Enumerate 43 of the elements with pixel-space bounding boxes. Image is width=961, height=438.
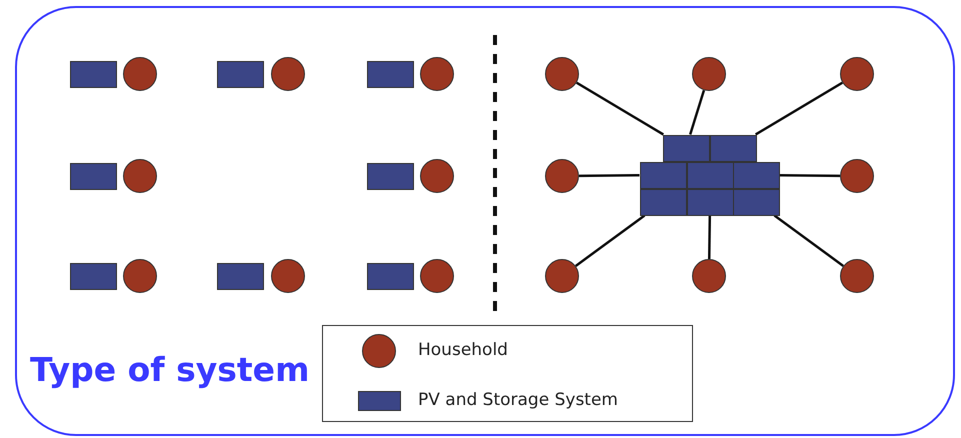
storage-block bbox=[70, 60, 116, 88]
connector-line bbox=[780, 174, 840, 178]
storage-block bbox=[640, 188, 686, 216]
household-circle bbox=[545, 57, 579, 91]
connector-line bbox=[578, 174, 640, 178]
household-circle bbox=[420, 57, 454, 91]
connector-line bbox=[574, 214, 646, 267]
storage-block bbox=[366, 60, 414, 88]
connector-line bbox=[754, 82, 844, 136]
connector-line bbox=[576, 82, 664, 136]
household-circle bbox=[123, 57, 157, 91]
diagram-title: Type of system bbox=[30, 350, 310, 389]
storage-block bbox=[70, 162, 116, 190]
storage-block bbox=[640, 162, 686, 188]
storage-block bbox=[70, 262, 116, 290]
household-circle bbox=[123, 159, 157, 193]
household-circle bbox=[271, 259, 305, 293]
storage-block bbox=[662, 134, 710, 162]
storage-block bbox=[366, 262, 414, 290]
storage-block bbox=[686, 162, 734, 188]
storage-block bbox=[732, 162, 780, 188]
storage-block bbox=[732, 188, 780, 216]
household-circle bbox=[420, 159, 454, 193]
household-circle bbox=[840, 259, 874, 293]
connector-line bbox=[774, 214, 844, 267]
household-circle bbox=[123, 259, 157, 293]
household-circle bbox=[692, 57, 726, 91]
household-circle bbox=[271, 57, 305, 91]
household-circle bbox=[692, 259, 726, 293]
household-circle bbox=[840, 57, 874, 91]
storage-block bbox=[366, 162, 414, 190]
household-circle bbox=[545, 159, 579, 193]
connector-line bbox=[708, 215, 712, 260]
household-circle bbox=[545, 259, 579, 293]
legend-label: Household bbox=[418, 340, 508, 360]
household-circle bbox=[840, 159, 874, 193]
connector-line bbox=[689, 90, 706, 135]
legend-label: PV and Storage System bbox=[418, 390, 618, 410]
household-circle bbox=[420, 259, 454, 293]
storage-block bbox=[686, 188, 734, 216]
storage-block bbox=[710, 134, 756, 162]
storage-block bbox=[216, 60, 264, 88]
storage-block bbox=[216, 262, 264, 290]
